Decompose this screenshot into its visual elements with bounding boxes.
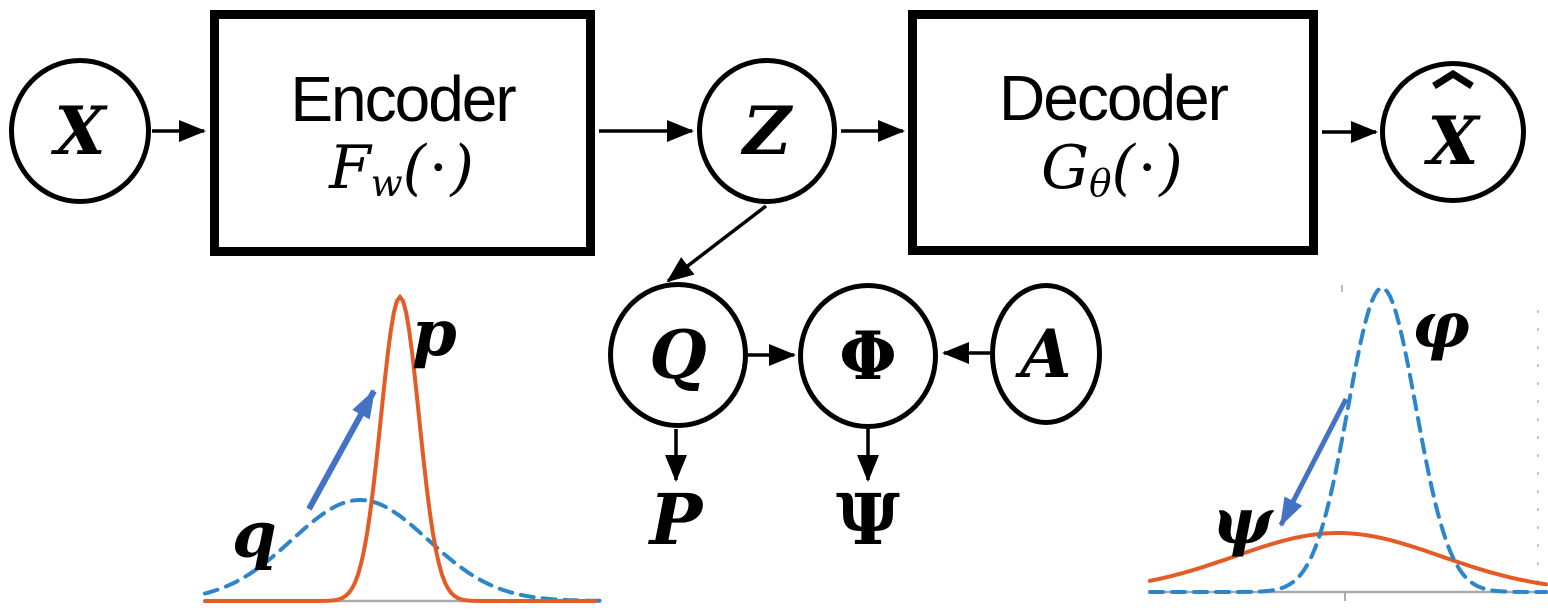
node-a: A bbox=[990, 283, 1102, 425]
node-z-label: Z bbox=[742, 92, 792, 170]
node-x: X bbox=[9, 58, 151, 204]
right-distribution-inset-curve-ψ bbox=[1148, 531, 1548, 587]
node-q-label: Q bbox=[649, 316, 707, 394]
left-plot-q-label: q bbox=[232, 498, 277, 573]
encoder-title: Encoder bbox=[290, 62, 516, 135]
node-x-label: X bbox=[54, 92, 106, 170]
hat-accent bbox=[1430, 69, 1476, 95]
node-phi: Φ bbox=[798, 283, 938, 429]
plot-layer bbox=[203, 286, 1548, 603]
node-a-label: A bbox=[1020, 315, 1072, 393]
encoder-block: Encoder Fw(⋅) bbox=[210, 10, 595, 256]
left-distribution-inset-curve-q bbox=[203, 498, 609, 603]
node-q: Q bbox=[608, 282, 748, 428]
left-distribution-inset-curve-p bbox=[203, 293, 597, 603]
node-z: Z bbox=[697, 58, 837, 204]
node-xhat: X bbox=[1380, 61, 1526, 203]
encoder-function: Fw(⋅) bbox=[329, 133, 476, 206]
decoder-block: Decoder Gθ(⋅) bbox=[908, 10, 1318, 255]
arrow-phi-to-psi-annotation bbox=[1278, 397, 1349, 527]
right-plot-phi-label: φ bbox=[1412, 288, 1470, 363]
output-psi-label: Ψ bbox=[836, 478, 900, 561]
node-xhat-label: X bbox=[1427, 102, 1479, 180]
right-distribution-inset-curve-φ bbox=[1148, 286, 1548, 594]
right-plot-psi-label: ψ bbox=[1212, 484, 1273, 559]
decoder-title: Decoder bbox=[999, 62, 1229, 135]
arrow-z-to-q bbox=[666, 204, 768, 283]
decoder-function: Gθ(⋅) bbox=[1041, 132, 1185, 205]
left-plot-p-label: p bbox=[412, 296, 457, 371]
arrow-q-to-p-annotation bbox=[306, 389, 377, 511]
output-p-label: P bbox=[649, 478, 703, 561]
node-phi-label: Φ bbox=[839, 317, 897, 395]
